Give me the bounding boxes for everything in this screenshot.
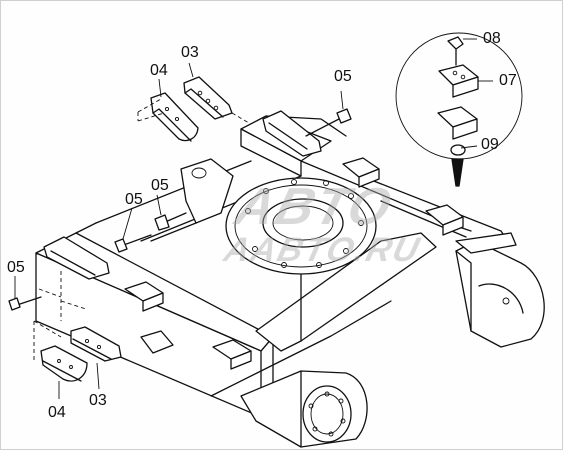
callout-09: 09 <box>481 136 499 153</box>
callout-05-top: 05 <box>334 68 352 85</box>
watermark-domain: AABTO.RU <box>220 231 425 269</box>
callout-03-bottom: 03 <box>89 392 107 409</box>
swing-bearing <box>225 177 377 275</box>
detail-circle <box>395 32 523 187</box>
clamps <box>124 157 464 370</box>
callout-04-top: 04 <box>150 62 168 79</box>
bolt-05-top <box>305 108 352 137</box>
bolt-05-mid <box>114 234 152 253</box>
bolt-05-left <box>8 296 42 311</box>
callout-07: 07 <box>499 72 517 89</box>
watermark-logo: ABTO <box>229 178 399 236</box>
callout-05-mid: 05 <box>125 191 143 208</box>
callout-05-mid2: 05 <box>151 177 169 194</box>
callout-05-left: 05 <box>7 259 25 276</box>
front-end-housing <box>240 370 368 448</box>
rear-end-housing <box>455 232 545 348</box>
pad-04-bottom <box>40 345 88 382</box>
pad-03-top <box>183 76 233 120</box>
bolt-05-mid2 <box>154 212 187 231</box>
pad-03-bottom <box>70 326 122 362</box>
callout-08: 08 <box>483 30 501 47</box>
callout-03-top: 03 <box>181 44 199 61</box>
callout-04-bottom: 04 <box>48 404 66 421</box>
pad-04-top <box>150 92 199 142</box>
